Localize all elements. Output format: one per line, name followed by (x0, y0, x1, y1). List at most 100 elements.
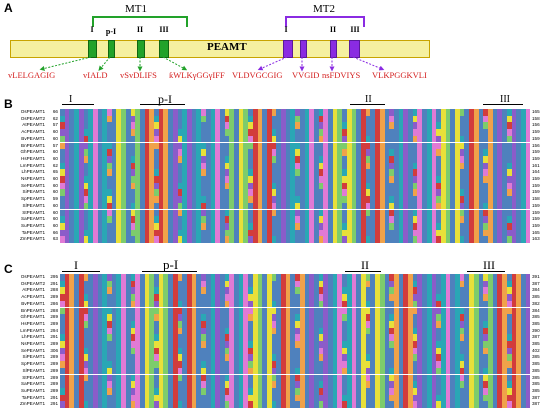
alignment-row-end: 402 (532, 347, 540, 353)
alignment-row-name: SlPEAMT1 (22, 367, 45, 373)
panel-c-region-ii-line (345, 271, 381, 272)
peamt-protein-label: PEAMT (207, 41, 247, 53)
alignment-row-start: 289 (50, 354, 58, 360)
alignment-row-name: SpPEAMT1 (21, 361, 45, 367)
alignment-row-name: OsPEAMT2 (20, 280, 45, 286)
alignment-row-end: 161 (532, 162, 540, 168)
alignment-row-end: 382 (532, 300, 540, 306)
alignment-row-residues (60, 307, 531, 315)
alignment-row-start: 60 (52, 176, 58, 181)
alignment-row-name: SaPEAMT1 (21, 216, 45, 222)
alignment-row-start: 60 (52, 182, 58, 188)
mt1-label: MT1 (125, 3, 147, 15)
alignment-row-start: 289 (50, 320, 58, 326)
alignment-row-start: 66 (52, 109, 58, 114)
alignment-row-end: 387 (532, 334, 540, 340)
alignment-row-start: 60 (52, 129, 58, 135)
alignment-row-residues (60, 367, 531, 375)
alignment-row-start: 294 (50, 327, 58, 333)
alignment-row-name: SePEAMT1 (21, 182, 45, 188)
alignment-row-start: 65 (52, 169, 58, 175)
alignment-row-start: 291 (50, 334, 58, 340)
mt1-bracket (92, 16, 188, 27)
alignment-row-end: 159 (532, 149, 540, 155)
alignment-row-name: TaPEAMT1 (21, 229, 45, 235)
alignment-row-residues (60, 347, 531, 355)
alignment-row-name: AtPEAMT1 (22, 287, 45, 293)
panel-c-region-i: I (74, 258, 78, 272)
alignment-row-end: 159 (532, 135, 540, 141)
alignment-row-name: ZmPEAMT1 (19, 236, 45, 242)
alignment-row-start: 63 (52, 236, 58, 242)
alignment-row-name: NsPEAMT1 (21, 341, 45, 346)
alignment-row-start: 289 (50, 361, 58, 367)
alignment-row-end: 159 (532, 209, 540, 215)
alignment-row-residues (60, 182, 531, 190)
panel-c-region-pi: p-I (163, 257, 179, 272)
alignment-row-residues (60, 374, 531, 382)
alignment-row-residues (60, 341, 531, 348)
alignment-row-end: 158 (532, 196, 540, 202)
panel-c-region-i-line (62, 271, 100, 272)
alignment-row-end: 385 (532, 294, 540, 300)
alignment-row-residues (60, 294, 531, 301)
alignment-row-end: 385 (532, 320, 540, 326)
alignment-row-start: 289 (50, 314, 58, 320)
alignment-row-end: 159 (532, 129, 540, 135)
alignment-row-residues (60, 387, 531, 395)
alignment-row-end: 165 (532, 109, 540, 114)
peamt-protein-bar (10, 40, 430, 58)
alignment-row-end: 163 (532, 236, 540, 242)
alignment-row-residues (60, 176, 531, 183)
alignment-row-name: LhPEAMT1 (21, 169, 46, 175)
alignment-row-end: 387 (532, 280, 540, 286)
alignment-row-residues (60, 169, 531, 176)
alignment-row-name: LhPEAMT1 (21, 334, 46, 340)
alignment-row-end: 165 (532, 229, 540, 235)
alignment-row-name: AcPEAMT1 (21, 294, 45, 300)
alignment-row-residues (60, 142, 531, 150)
alignment-row-end: 156 (532, 122, 540, 128)
mt1-seq-iii: ƙWLKγGGγIFF (169, 70, 225, 80)
mt1-motif-box-pi (108, 40, 115, 58)
alignment-row-end: 159 (532, 182, 540, 188)
alignment-row-name: BnPEAMT1 (21, 307, 45, 313)
mt2-label: MT2 (313, 3, 335, 15)
alignment-row-start: 62 (52, 115, 58, 121)
alignment-row-name: ZmPEAMT1 (19, 401, 45, 407)
alignment-row-start: 57 (52, 142, 58, 148)
alignment-row-end: 385 (532, 381, 540, 387)
alignment-row-end: 159 (532, 155, 540, 161)
alignment-row-end: 385 (532, 387, 540, 393)
panel-b-region-ii-line (350, 104, 385, 105)
alignment-row-residues (60, 222, 531, 230)
alignment-row-residues (60, 236, 531, 243)
alignment-row-end: 384 (532, 307, 540, 313)
alignment-row-residues (60, 155, 531, 163)
mt1-motif-iii-label: III (159, 25, 169, 34)
alignment-row-name: SlPEAMT1 (22, 202, 45, 208)
alignment-row-end: 159 (532, 202, 540, 208)
alignment-row-name: GhPEAMT1 (20, 149, 45, 155)
alignment-row-name: BvPEAMT1 (21, 135, 45, 141)
alignment-row-name: BnPEAMT1 (21, 142, 45, 148)
alignment-row-name: SiPEAMT1 (22, 189, 45, 195)
alignment-row-end: 385 (532, 341, 540, 346)
alignment-row-end: 159 (532, 176, 540, 181)
alignment-row-start: 288 (50, 307, 58, 313)
alignment-row-name: OsPEAMT2 (20, 115, 45, 121)
alignment-row-start: 59 (52, 196, 58, 202)
alignment-row-name: BvPEAMT1 (21, 300, 45, 306)
alignment-row-name: HsPEAMT1 (21, 320, 45, 326)
alignment-row-end: 158 (532, 115, 540, 121)
alignment-row-residues (60, 209, 531, 217)
alignment-row-start: 62 (52, 162, 58, 168)
alignment-row-residues (60, 354, 531, 362)
alignment-row-start: 60 (52, 189, 58, 195)
alignment-row-start: 288 (50, 287, 58, 293)
mt2-arrows (257, 56, 385, 72)
panel-b-region-ii: II (365, 94, 372, 105)
mt1-motif-ii-label: II (136, 25, 144, 34)
panel-b-region-pi: p-I (158, 92, 172, 106)
alignment-row-name: AtPEAMT1 (22, 122, 45, 128)
